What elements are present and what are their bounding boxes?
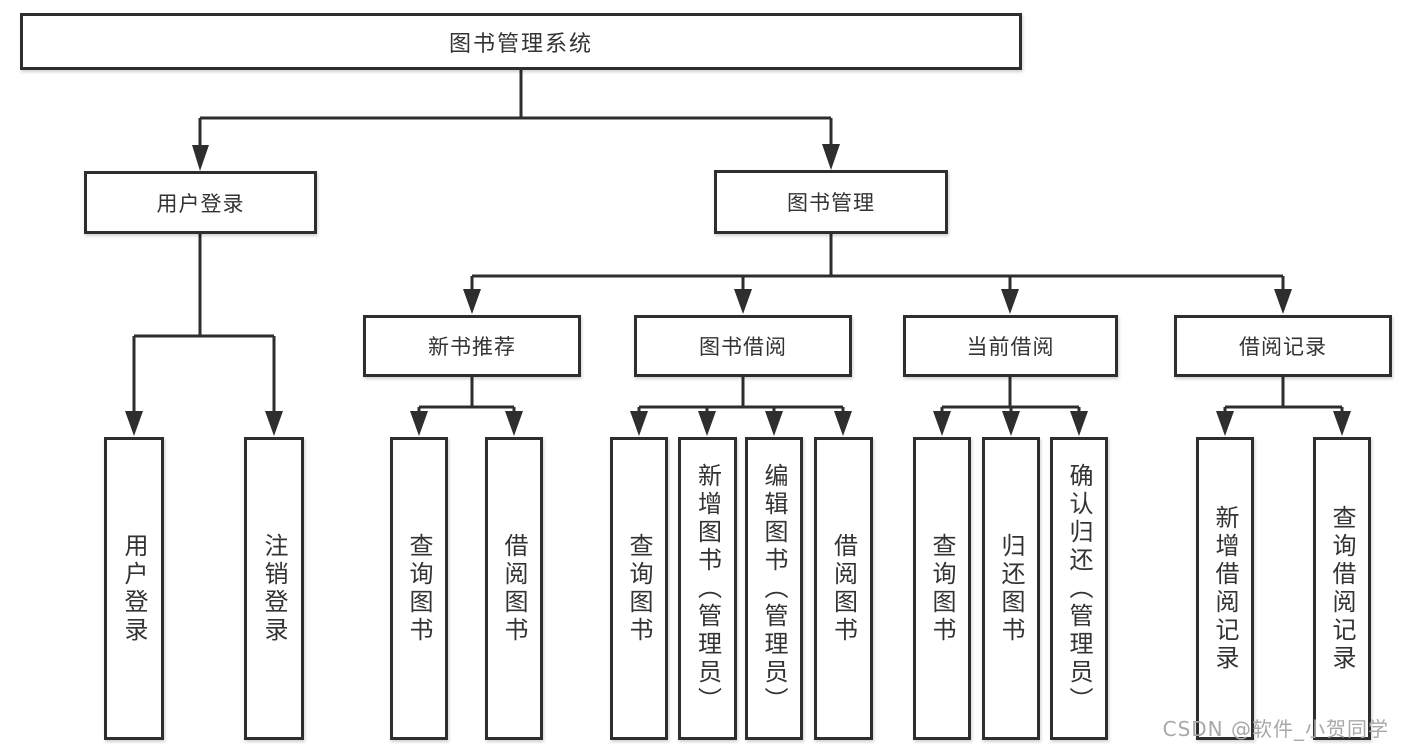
node-new-book-recommend: 新书推荐 (363, 315, 581, 377)
arrowhead-down-icon (1070, 411, 1088, 436)
leaf-query-borrow-record: 查询借阅记录 (1313, 437, 1371, 740)
leaf-query-books: 查询图书 (610, 437, 668, 740)
leaf-return-books: 归还图书 (982, 437, 1040, 740)
leaf-edit-book-admin: 编辑图书（管理员） (745, 437, 803, 740)
arrowhead-down-icon (1001, 289, 1019, 314)
arrowhead-down-icon (125, 411, 143, 436)
node-current-borrow: 当前借阅 (903, 315, 1118, 377)
arrowhead-down-icon (834, 411, 852, 436)
leaf-confirm-return-admin: 确认归还（管理员） (1050, 437, 1108, 740)
arrowhead-down-icon (933, 411, 951, 436)
arrowhead-down-icon (192, 145, 209, 171)
leaf-query-books: 查询图书 (913, 437, 971, 740)
arrowhead-down-icon (630, 411, 648, 436)
arrowhead-down-icon (463, 289, 481, 314)
leaf-add-book-admin: 新增图书（管理员） (678, 437, 737, 740)
arrowhead-down-icon (765, 411, 783, 436)
node-borrow-records: 借阅记录 (1174, 315, 1392, 377)
arrowhead-down-icon (1002, 411, 1020, 436)
leaf-add-borrow-record: 新增借阅记录 (1196, 437, 1254, 740)
node-root-library-system: 图书管理系统 (20, 13, 1022, 70)
leaf-borrow-books: 借阅图书 (485, 437, 543, 740)
arrowhead-down-icon (1216, 411, 1234, 436)
arrowhead-down-icon (505, 411, 523, 436)
arrowhead-down-icon (698, 411, 716, 436)
leaf-logout: 注销登录 (244, 437, 304, 740)
connector-lines (132, 70, 1344, 413)
arrowhead-down-icon (1333, 411, 1351, 436)
leaf-query-books: 查询图书 (390, 437, 448, 740)
node-book-management: 图书管理 (714, 170, 948, 234)
node-book-borrow: 图书借阅 (634, 315, 852, 377)
arrowhead-down-icon (734, 289, 752, 314)
node-user-login: 用户登录 (84, 171, 317, 234)
arrowhead-down-icon (265, 411, 283, 436)
leaf-borrow-books: 借阅图书 (814, 437, 873, 740)
arrowhead-down-icon (822, 144, 840, 170)
arrowhead-down-icon (410, 411, 428, 436)
arrowhead-down-icon (1274, 289, 1292, 314)
arrowheads (125, 144, 1351, 436)
leaf-user-login: 用户登录 (104, 437, 164, 740)
